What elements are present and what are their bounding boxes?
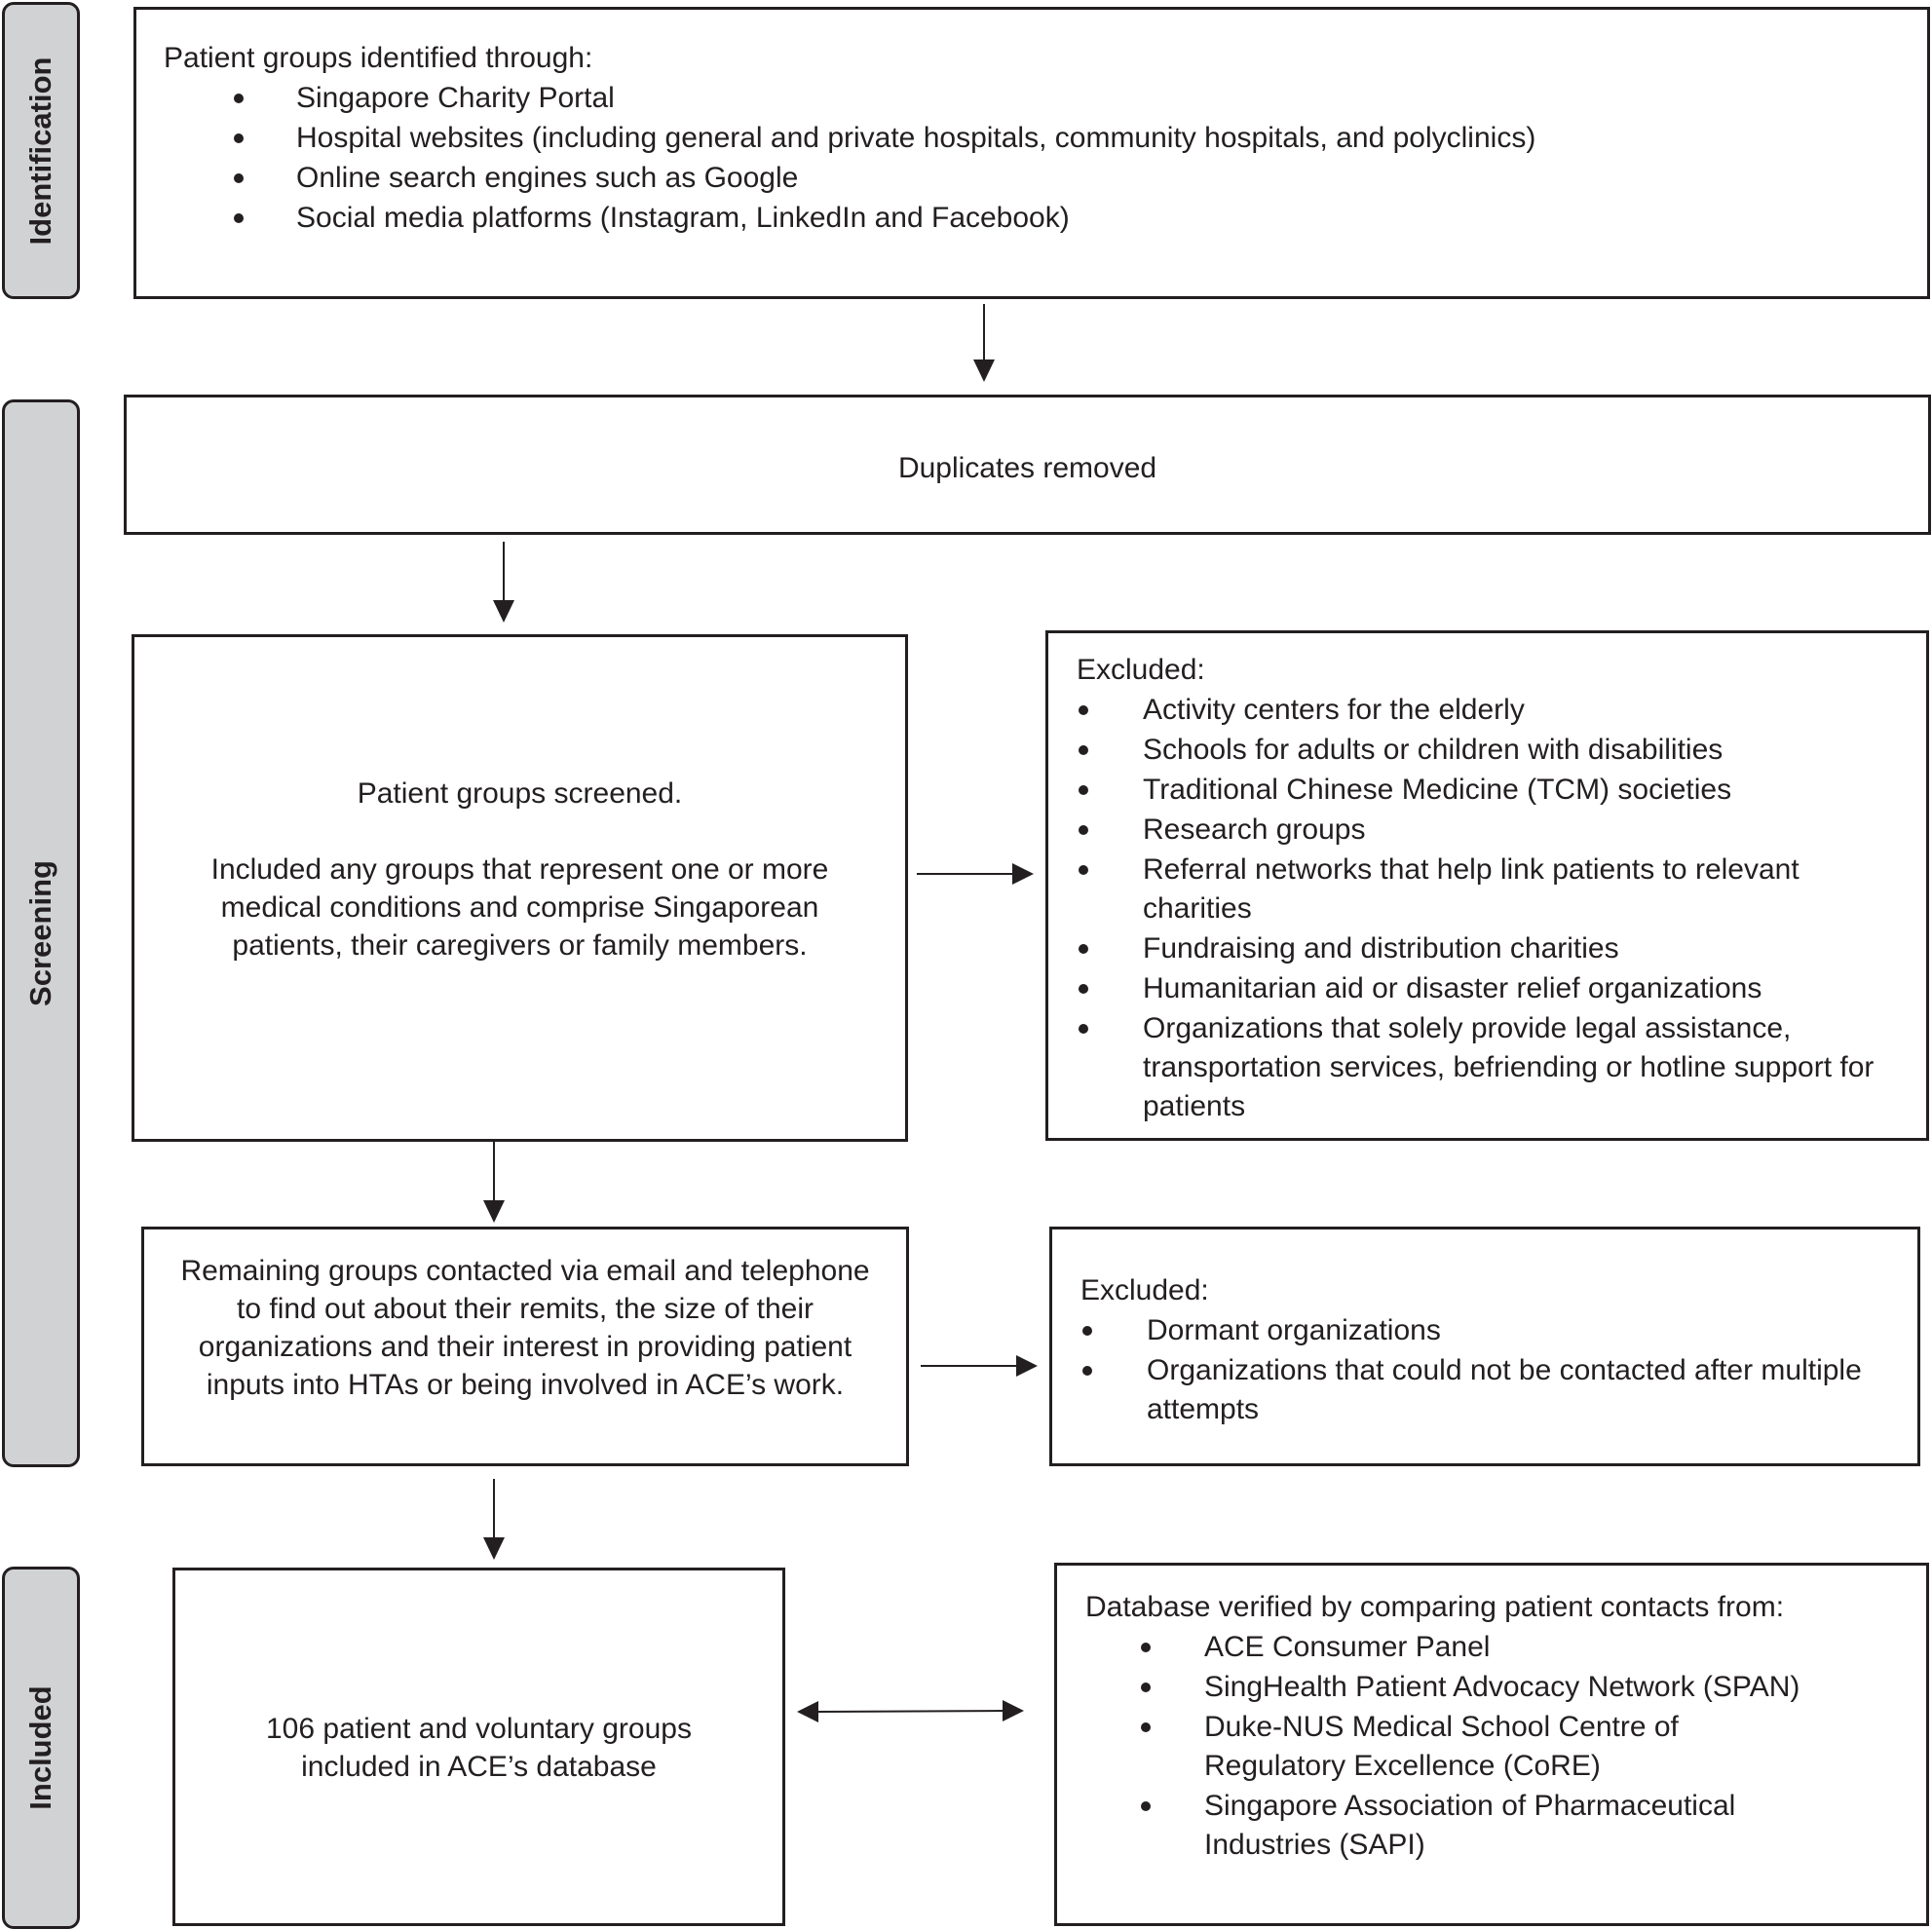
screened-line-1: Patient groups screened. [357, 777, 683, 810]
excluded-list-2: Dormant organizations Organizations that… [1052, 1311, 1917, 1430]
stage-tab-identification: Identification [2, 2, 80, 299]
screened-box: Patient groups screened. Included any gr… [132, 634, 908, 1142]
excluded-box-1: Excluded: Activity centers for the elder… [1045, 630, 1929, 1141]
list-item: Organizations that could not be contacte… [1052, 1351, 1917, 1429]
list-item: Research groups [1048, 811, 1926, 850]
list-item: Online search engines such as Google [136, 159, 1927, 199]
arrow-duplicates-to-screened [493, 542, 514, 623]
list-item: ACE Consumer Panel [1057, 1628, 1926, 1667]
list-item: Dormant organizations [1052, 1311, 1917, 1350]
identification-box: Patient groups identified through: Singa… [133, 7, 1930, 299]
list-item: Singapore Charity Portal [136, 79, 1927, 119]
arrow-contacted-to-excluded-2 [921, 1355, 1038, 1377]
list-item: Traditional Chinese Medicine (TCM) socie… [1048, 771, 1926, 810]
excluded-heading-2: Excluded: [1080, 1274, 1209, 1306]
contacted-box: Remaining groups contacted via email and… [141, 1227, 909, 1466]
list-item: SingHealth Patient Advocacy Network (SPA… [1057, 1668, 1926, 1707]
list-item: Fundraising and distribution charities [1048, 929, 1926, 968]
stage-tab-screening: Screening [2, 399, 80, 1467]
list-item: Singapore Association of Pharmaceutical … [1057, 1787, 1926, 1865]
list-item: Duke-NUS Medical School Centre of Regula… [1057, 1708, 1926, 1786]
identification-list: Singapore Charity Portal Hospital websit… [136, 79, 1927, 239]
list-item: Activity centers for the elderly [1048, 691, 1926, 730]
identification-heading: Patient groups identified through: [164, 42, 593, 74]
verified-list: ACE Consumer Panel SingHealth Patient Ad… [1057, 1628, 1926, 1866]
list-item: Schools for adults or children with disa… [1048, 731, 1926, 770]
excluded-list-1: Activity centers for the elderly Schools… [1048, 691, 1926, 1127]
included-text: 106 patient and voluntary groups include… [266, 1713, 692, 1783]
arrow-contacted-to-included [483, 1479, 505, 1560]
arrow-identification-to-duplicates [973, 304, 995, 382]
list-item: Social media platforms (Instagram, Linke… [136, 199, 1927, 239]
included-box: 106 patient and voluntary groups include… [172, 1568, 785, 1926]
excluded-heading-1: Excluded: [1077, 654, 1205, 686]
excluded-box-2: Excluded: Dormant organizations Organiza… [1049, 1227, 1920, 1466]
arrow-included-verified-bidirectional [797, 1700, 1024, 1722]
list-item: Organizations that solely provide legal … [1048, 1009, 1926, 1126]
list-item: Hospital websites (including general and… [136, 119, 1927, 159]
screened-line-2: Included any groups that represent one o… [210, 853, 829, 962]
list-item: Humanitarian aid or disaster relief orga… [1048, 969, 1926, 1008]
arrow-screened-to-excluded-1 [917, 863, 1034, 885]
duplicates-box: Duplicates removed [124, 395, 1931, 535]
list-item: Referral networks that help link patient… [1048, 851, 1926, 928]
contacted-text: Remaining groups contacted via email and… [180, 1255, 870, 1401]
arrow-screened-to-contacted [483, 1142, 505, 1223]
verified-heading: Database verified by comparing patient c… [1085, 1591, 1785, 1623]
duplicates-text: Duplicates removed [897, 452, 1157, 484]
